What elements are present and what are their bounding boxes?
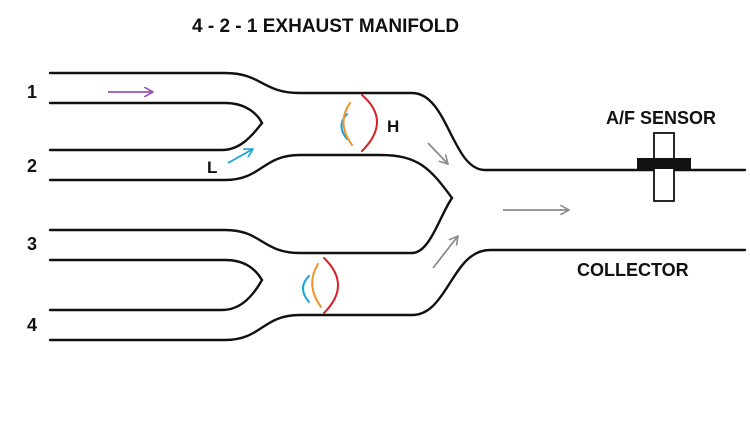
flow-arrow-lower-merge	[432, 236, 458, 269]
runner-2-top-wall	[48, 121, 264, 152]
runner-1-bottom-wall	[48, 101, 264, 125]
flow-arrow-upper-merge	[427, 142, 448, 164]
pulse-arc-red-lower	[323, 257, 339, 314]
port-label-1: 1	[27, 82, 38, 102]
port-label-3: 3	[27, 234, 38, 254]
pressure-pulse-lower	[302, 257, 339, 314]
low-pressure-label: L	[207, 158, 218, 177]
collector-label: COLLECTOR	[577, 260, 689, 280]
pulse-arc-blue-upper	[340, 113, 348, 140]
af-sensor	[637, 132, 691, 202]
runner-4-bottom-wall	[48, 248, 747, 342]
pressure-pulse-upper	[340, 94, 378, 152]
diagram-title: 4 - 2 - 1 EXHAUST MANIFOLD	[192, 16, 460, 37]
pulse-arc-orange-upper	[342, 102, 353, 146]
af-sensor-label: A/F SENSOR	[606, 108, 717, 128]
af-sensor-collar	[637, 158, 691, 169]
runner-3-bottom-wall	[48, 258, 264, 282]
runner-2-bottom-wall	[48, 153, 454, 200]
runner-4-top-wall	[48, 278, 264, 312]
runner-3-top-wall	[48, 196, 454, 255]
high-pressure-label: H	[387, 117, 400, 136]
port-label-2: 2	[27, 156, 38, 176]
pipe-walls	[48, 71, 747, 342]
flow-arrow-low-pressure	[227, 149, 253, 164]
pulse-arc-red-upper	[361, 94, 378, 152]
pulse-arc-blue-lower	[302, 275, 310, 303]
pulse-arc-orange-lower	[311, 263, 322, 308]
runner-1-top-wall	[48, 71, 747, 172]
port-label-4: 4	[27, 315, 38, 335]
